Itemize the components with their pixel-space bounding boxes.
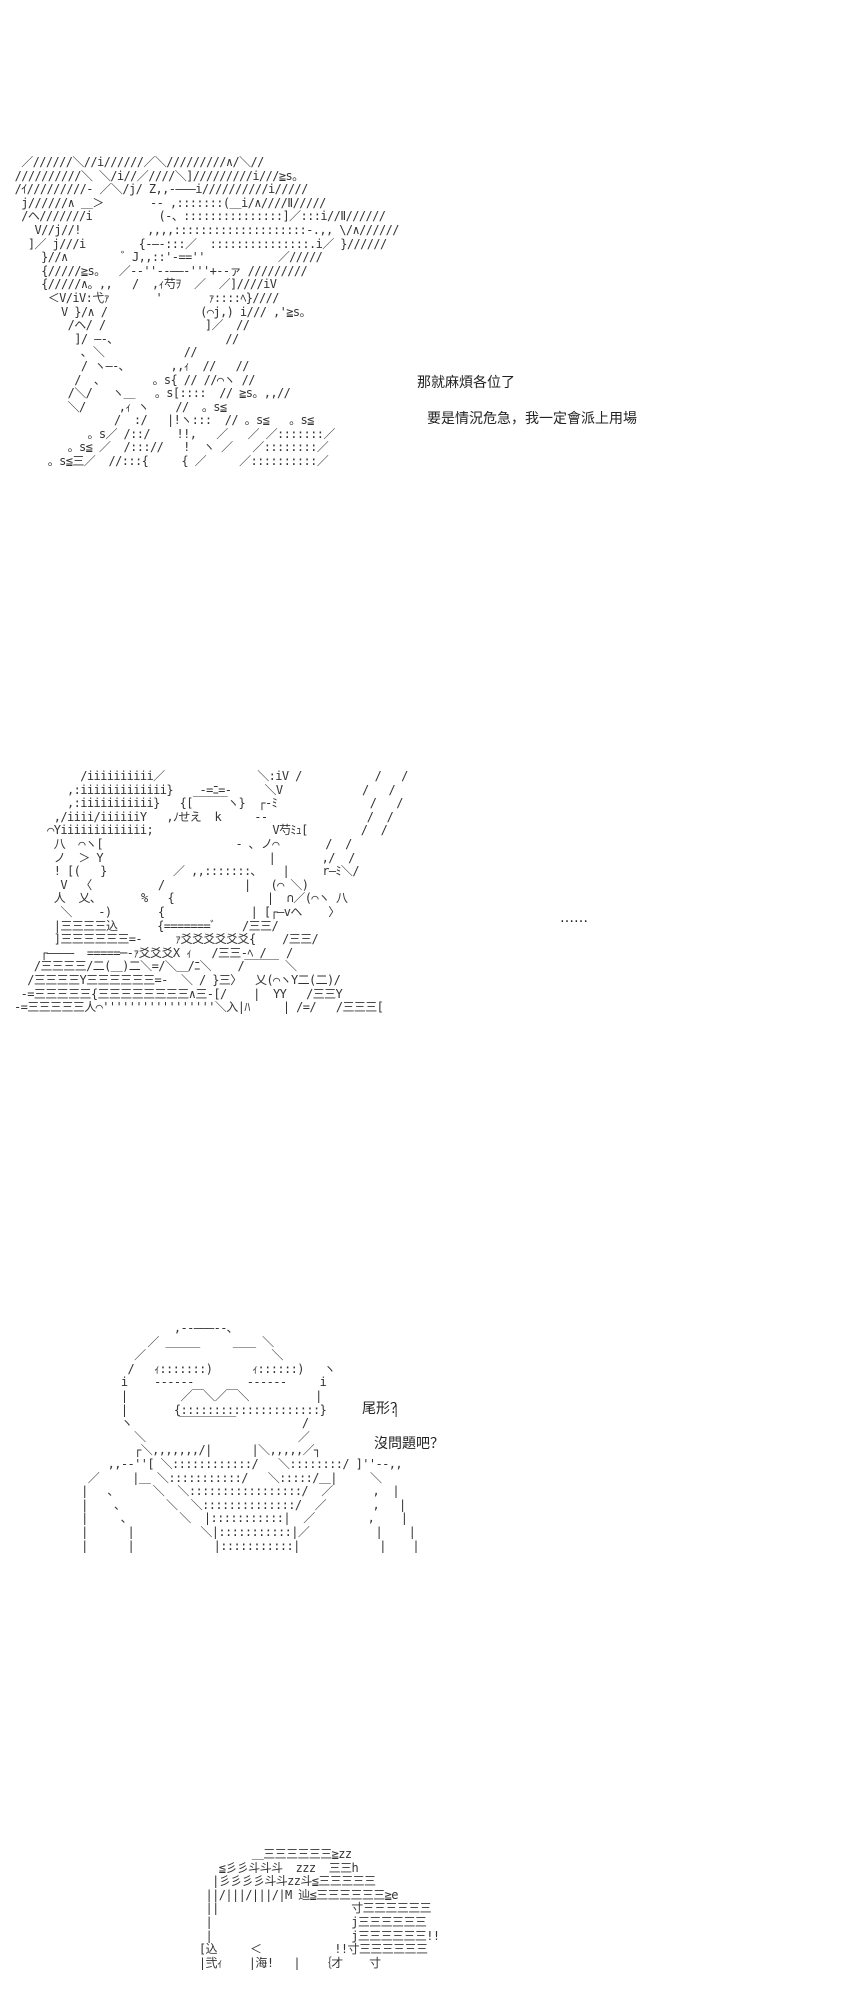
dialogue-line: 那就麻煩各位了 (417, 375, 515, 391)
panel-1: ／//////＼//i//////／＼/////////∧/＼// //////… (0, 0, 859, 520)
ascii-art-figure-1: ／//////＼//i//////／＼/////////∧/＼// //////… (14, 155, 400, 469)
dialogue-line: 尾形？ (362, 1401, 404, 1417)
dialogue-line: …… (560, 910, 588, 926)
ascii-art-figure-3: ,-‐―――‐-､ ／ ＿＿＿ ＿＿ ＼ ／ ＼ / ｨ:::::::) ｨ::… (81, 1321, 419, 1553)
dialogue-line: 要是情況危急，我一定會派上用場 (427, 411, 637, 427)
ascii-art-figure-4: ＿三三三三三三≧zz ≦彡彡斗斗斗 zzz 三三h |彡彡彡彡斗斗zz斗≦三三三… (198, 1847, 440, 1970)
ascii-art-figure-2: /iiiiiiiiii／ ＼:iV / / / ,:iiiiiiiiiiiii}… (14, 769, 408, 1015)
panel-4: ＿三三三三三三≧zz ≦彡彡斗斗斗 zzz 三三h |彡彡彡彡斗斗zz斗≦三三三… (0, 1660, 859, 2000)
panel-3: ,-‐―――‐-､ ／ ＿＿＿ ＿＿ ＼ ／ ＼ / ｨ:::::::) ｨ::… (0, 1160, 859, 1660)
dialogue-line: 沒問題吧？ (374, 1436, 444, 1452)
panel-2: /iiiiiiiiii／ ＼:iV / / / ,:iiiiiiiiiiiii}… (0, 520, 859, 1160)
